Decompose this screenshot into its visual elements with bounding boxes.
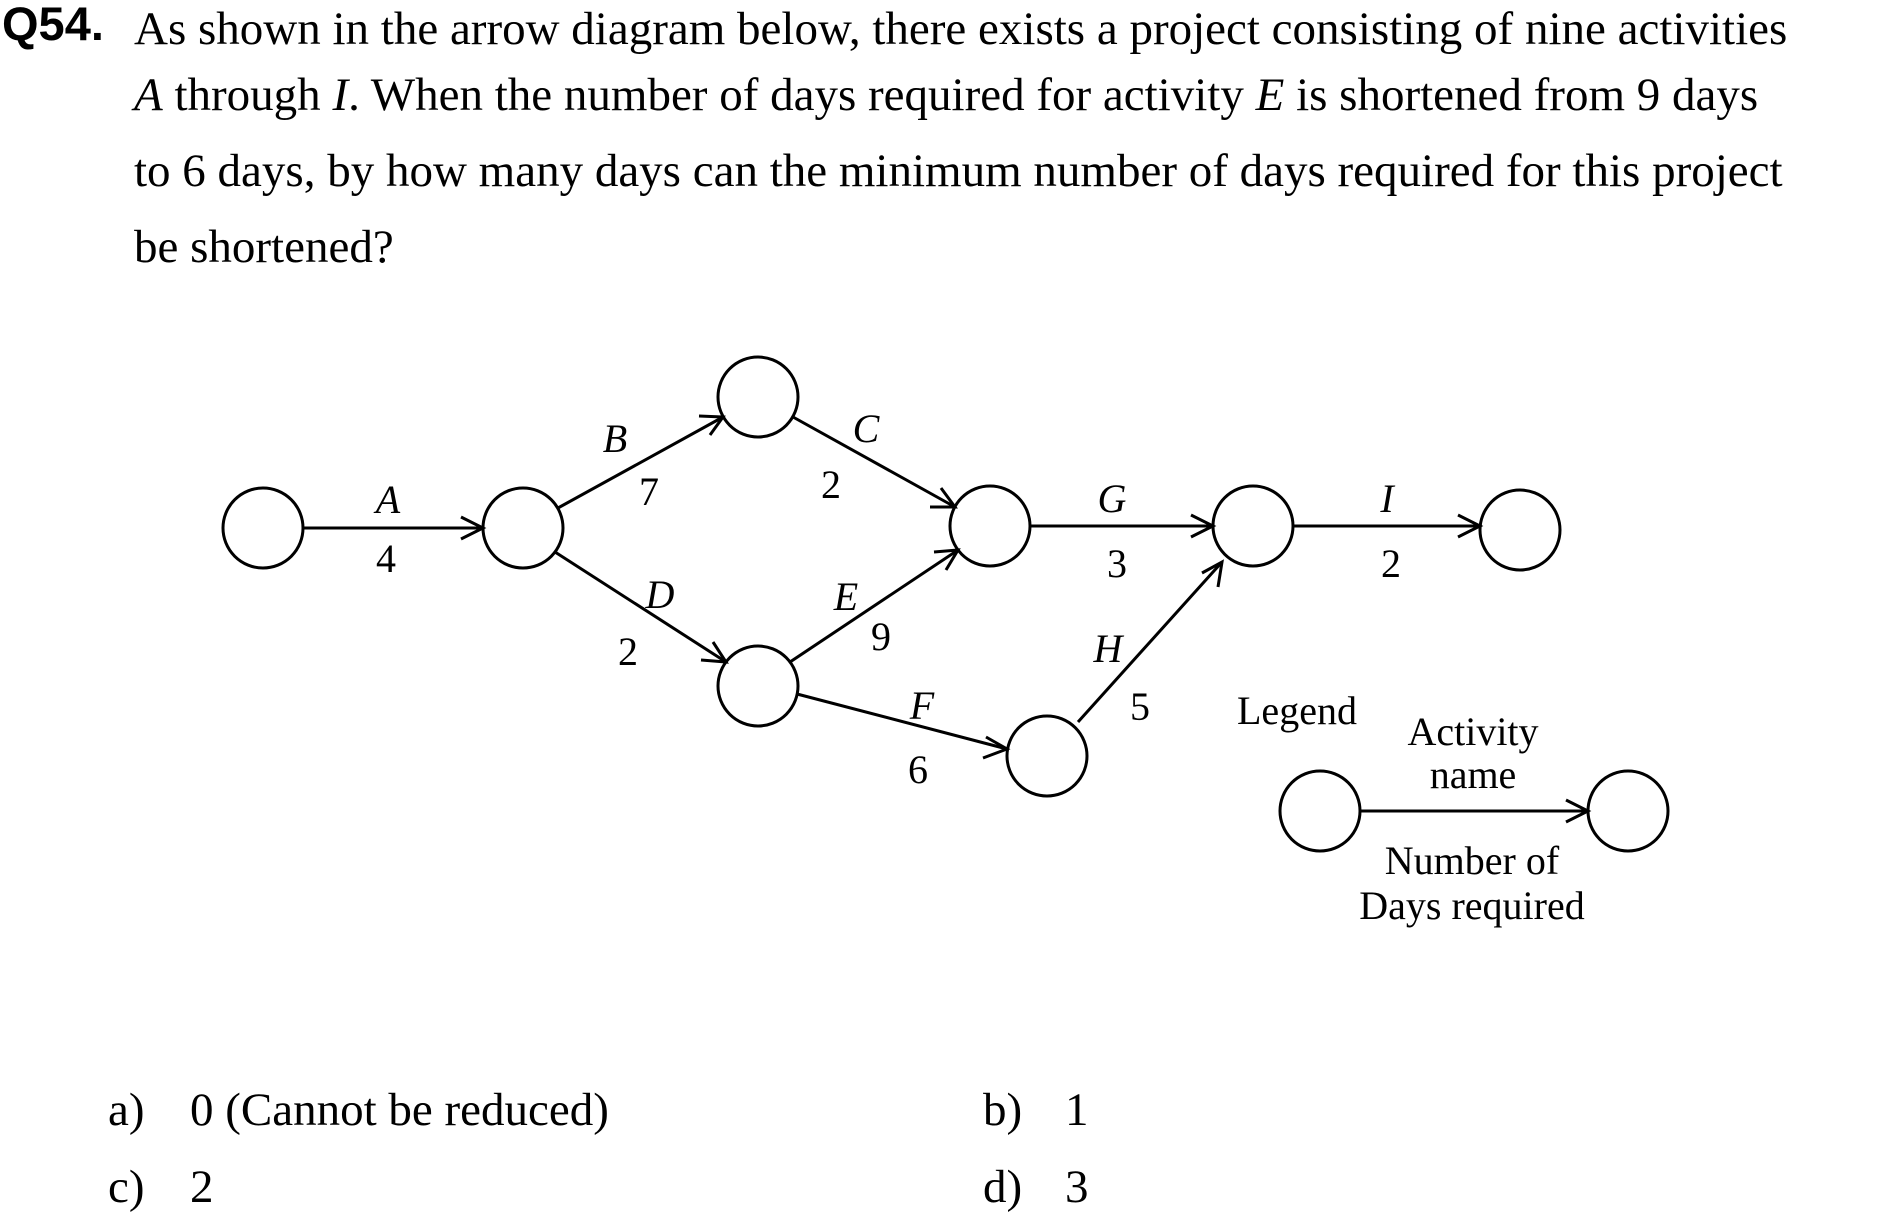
label-days-a: 4 — [376, 536, 396, 581]
node-6 — [1005, 714, 1089, 798]
choice-text: 1 — [1065, 1084, 1089, 1136]
legend-activity-line-2: name — [1430, 752, 1517, 797]
node-7 — [1211, 484, 1295, 568]
question-number: Q54. — [2, 0, 104, 50]
choice-text: 0 (Cannot be reduced) — [190, 1084, 609, 1136]
legend-activity-line-1: Activity — [1407, 709, 1538, 754]
arrowhead-e — [933, 548, 961, 571]
label-days-c: 2 — [821, 462, 841, 507]
question-text-line-4: be shortened? — [134, 221, 394, 273]
arrow-diagram: A B C D E F G H I 4 7 2 2 9 6 3 5 2 Lege… — [221, 355, 1670, 928]
legend-node-end — [1586, 769, 1670, 853]
activity-ref-e: E — [1255, 69, 1285, 121]
label-days-f: 6 — [908, 747, 928, 792]
activity-ref-i: I — [332, 69, 349, 121]
arrowhead-b — [698, 414, 726, 436]
label-name-i: I — [1379, 476, 1395, 521]
label-name-e: E — [833, 574, 858, 619]
label-name-c: C — [853, 406, 881, 451]
arrowhead-c — [930, 487, 958, 509]
label-days-h: 5 — [1130, 684, 1150, 729]
choice-text: 3 — [1065, 1161, 1089, 1213]
choice-label: b) — [983, 1084, 1023, 1136]
choice-text: 2 — [190, 1161, 214, 1213]
arrowhead-f — [982, 735, 1011, 760]
node-5 — [948, 484, 1032, 568]
label-name-h: H — [1093, 626, 1125, 671]
arrow-c — [792, 415, 956, 509]
choice-label: a) — [108, 1084, 145, 1136]
node-4 — [716, 644, 800, 728]
activity-ref-a: A — [134, 69, 163, 121]
arrow-f — [796, 692, 1008, 751]
choice-d[interactable]: d) 3 — [983, 1164, 1089, 1211]
question-text-line-3: to 6 days, by how many days can the mini… — [134, 145, 1783, 197]
label-name-b: B — [603, 416, 627, 461]
choice-c[interactable]: c) 2 — [108, 1164, 214, 1211]
node-1 — [221, 486, 305, 570]
label-days-d: 2 — [618, 629, 638, 674]
arrowhead-g — [1190, 513, 1217, 539]
node-8 — [1478, 488, 1562, 572]
arrowhead-i — [1457, 513, 1484, 539]
legend-days-line-2: Days required — [1359, 883, 1584, 928]
choice-label: d) — [983, 1161, 1023, 1213]
legend-days-line-1: Number of — [1385, 838, 1560, 883]
arrow-d — [554, 550, 727, 664]
node-2 — [481, 486, 565, 570]
question-text-line-2: A through I. When the number of days req… — [134, 69, 1759, 121]
arrowhead-h — [1201, 559, 1224, 588]
label-days-i: 2 — [1381, 541, 1401, 586]
node-3 — [716, 355, 800, 439]
choice-a[interactable]: a) 0 (Cannot be reduced) — [108, 1087, 609, 1134]
arrow-e — [789, 548, 959, 664]
label-days-e: 9 — [871, 614, 891, 659]
label-name-g: G — [1098, 476, 1127, 521]
choice-label: c) — [108, 1161, 145, 1213]
arrow-h — [1076, 560, 1224, 724]
arrow-b — [557, 415, 724, 510]
legend-title: Legend — [1237, 688, 1357, 733]
label-days-b: 7 — [639, 469, 659, 514]
question-text-line-1: As shown in the arrow diagram below, the… — [134, 3, 1788, 55]
legend-node-start — [1278, 769, 1362, 853]
label-name-a: A — [373, 477, 401, 522]
legend-arrowhead — [1565, 798, 1592, 824]
arrowhead-a — [460, 515, 487, 541]
label-name-f: F — [909, 683, 935, 728]
arrowhead-d — [700, 641, 729, 664]
choice-b[interactable]: b) 1 — [983, 1087, 1089, 1134]
label-name-d: D — [645, 572, 675, 617]
label-days-g: 3 — [1107, 541, 1127, 586]
